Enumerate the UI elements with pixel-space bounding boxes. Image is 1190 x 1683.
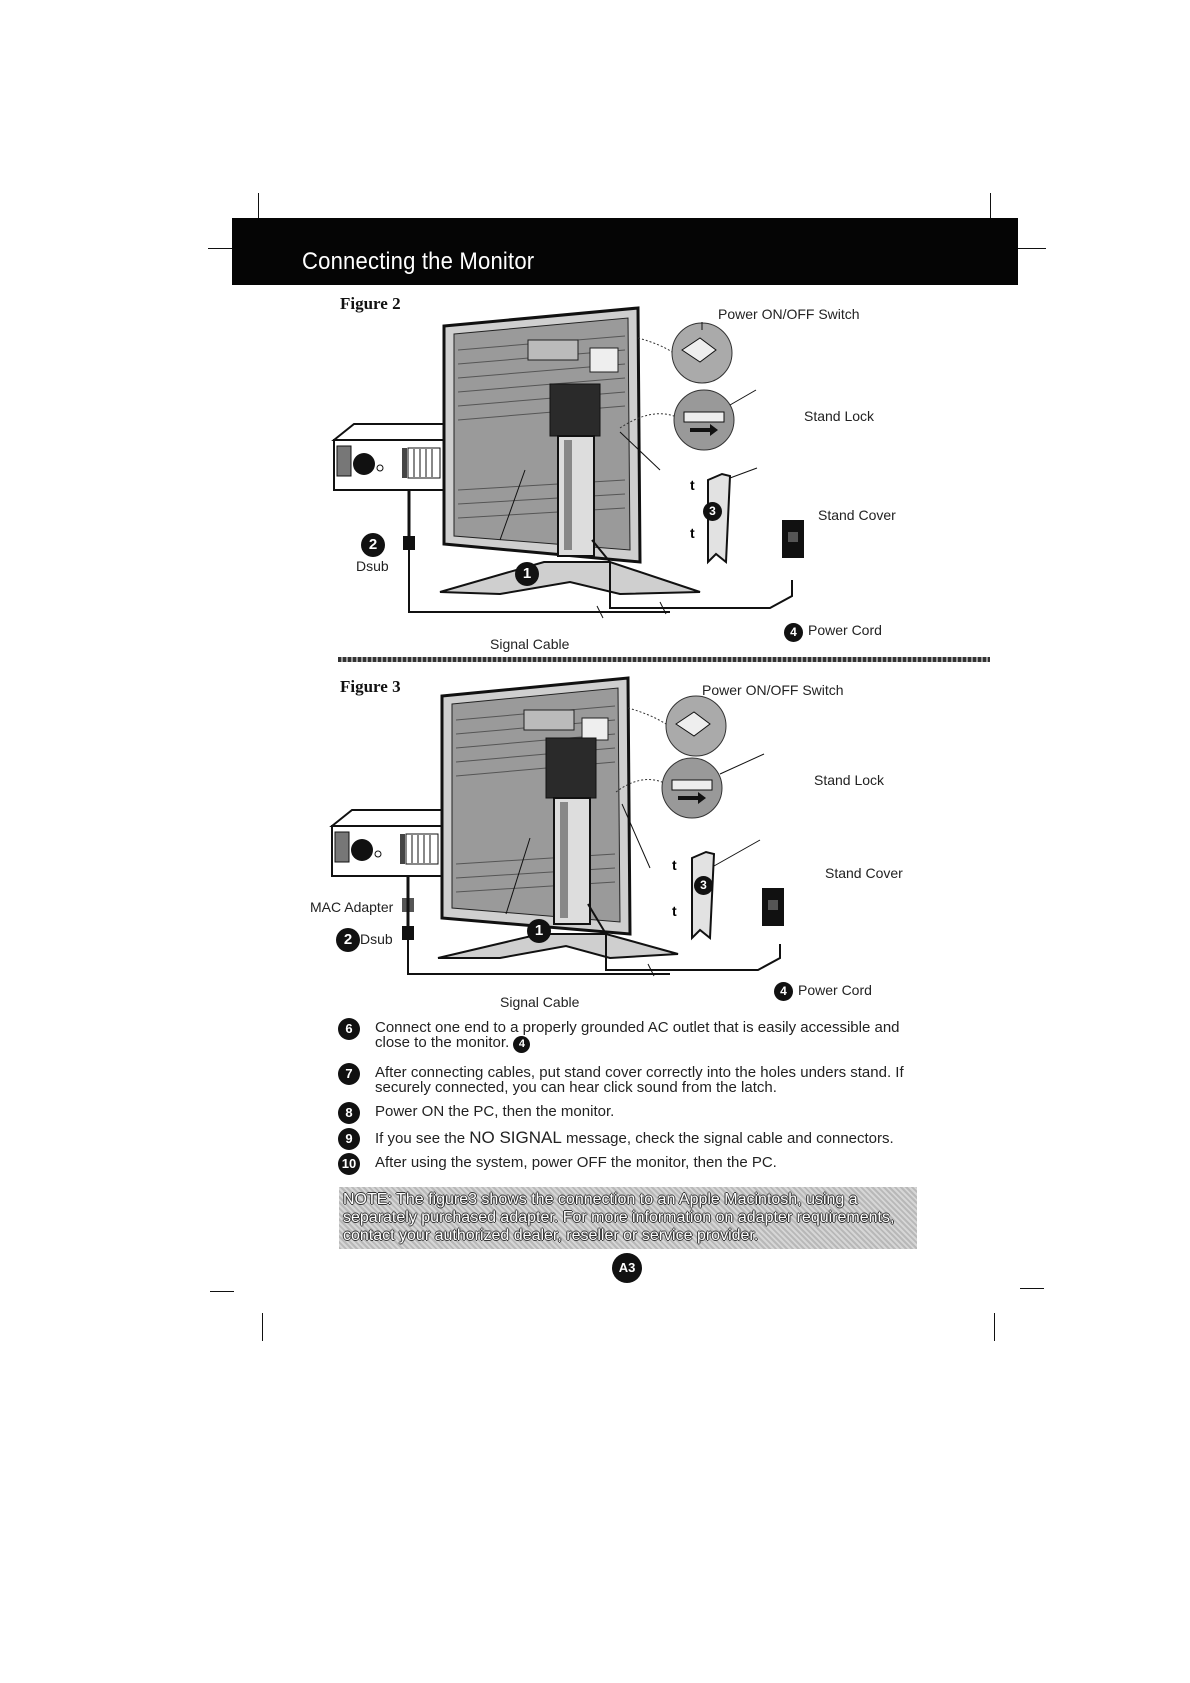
power-switch-label: Power ON/OFF Switch	[718, 306, 860, 322]
step-text: Power ON the PC, then the monitor.	[375, 1103, 615, 1120]
figure-2-illustration: t t	[331, 306, 804, 619]
svg-text:t: t	[672, 903, 677, 919]
dsub-label: Dsub	[360, 931, 393, 947]
callout-number-2: 2	[336, 928, 360, 952]
step-text: After using the system, power OFF the mo…	[375, 1154, 777, 1171]
figure-3-label: Figure 3	[340, 677, 401, 696]
dsub-connector	[402, 926, 414, 940]
stand-cover-icon	[691, 850, 716, 941]
note-box: NOTE: The figure3 shows the connection t…	[339, 1187, 917, 1249]
step-number: 6	[338, 1018, 360, 1040]
crop-mark	[262, 1313, 263, 1341]
dsub-connector	[403, 536, 415, 550]
note-text: NOTE: The figure3 shows the connection t…	[343, 1191, 895, 1244]
stand-cover-label: Stand Cover	[818, 507, 896, 523]
svg-text:t: t	[690, 525, 695, 541]
crop-mark	[210, 1291, 234, 1292]
crop-mark	[994, 1313, 995, 1341]
step-text: If you see the	[375, 1130, 470, 1147]
crop-mark	[258, 193, 259, 223]
power-cord-label: Power Cord	[808, 622, 882, 638]
page-number: A3	[612, 1253, 642, 1283]
callout-number-4: 4	[784, 623, 803, 642]
crop-mark	[1020, 1288, 1044, 1289]
step-number: 8	[338, 1102, 360, 1124]
stand-lock-label: Stand Lock	[804, 408, 875, 424]
svg-text:t: t	[690, 477, 695, 493]
step-text: Connect one end to a properly grounded A…	[375, 1019, 900, 1051]
callout-number-1: 1	[527, 919, 551, 943]
no-signal-highlight: NO SIGNAL	[469, 1128, 562, 1147]
callout-number-1: 1	[515, 562, 539, 586]
svg-text:t: t	[672, 857, 677, 873]
figure-3-illustration: t t	[329, 676, 784, 977]
dsub-label: Dsub	[356, 558, 389, 574]
mac-adapter-label: MAC Adapter	[310, 899, 394, 915]
signal-cable-label: Signal Cable	[490, 636, 570, 652]
figure-2-label: Figure 2	[340, 294, 401, 313]
callout-number-3: 3	[703, 502, 722, 521]
step-number: 10	[338, 1153, 360, 1175]
header-banner: Connecting the Monitor	[232, 218, 1018, 285]
signal-cable-label: Signal Cable	[500, 994, 580, 1010]
step-number: 9	[338, 1128, 360, 1150]
figure-divider	[338, 657, 990, 662]
step-number: 7	[338, 1063, 360, 1085]
step-text: After connecting cables, put stand cover…	[375, 1064, 904, 1096]
crop-mark	[990, 193, 991, 223]
stand-lock-label: Stand Lock	[814, 772, 885, 788]
stand-cover-label: Stand Cover	[825, 865, 903, 881]
callout-number-4: 4	[774, 982, 793, 1001]
step-text: message, check the signal cable and conn…	[561, 1130, 894, 1147]
callout-number-2: 2	[361, 533, 385, 557]
crop-mark	[208, 248, 234, 249]
step-ref-number: 4	[513, 1036, 531, 1053]
power-switch-label: Power ON/OFF Switch	[702, 682, 844, 698]
crop-mark	[1018, 248, 1046, 249]
callout-number-3: 3	[694, 876, 713, 895]
page-title: Connecting the Monitor	[302, 248, 535, 275]
power-cord-label: Power Cord	[798, 982, 872, 998]
